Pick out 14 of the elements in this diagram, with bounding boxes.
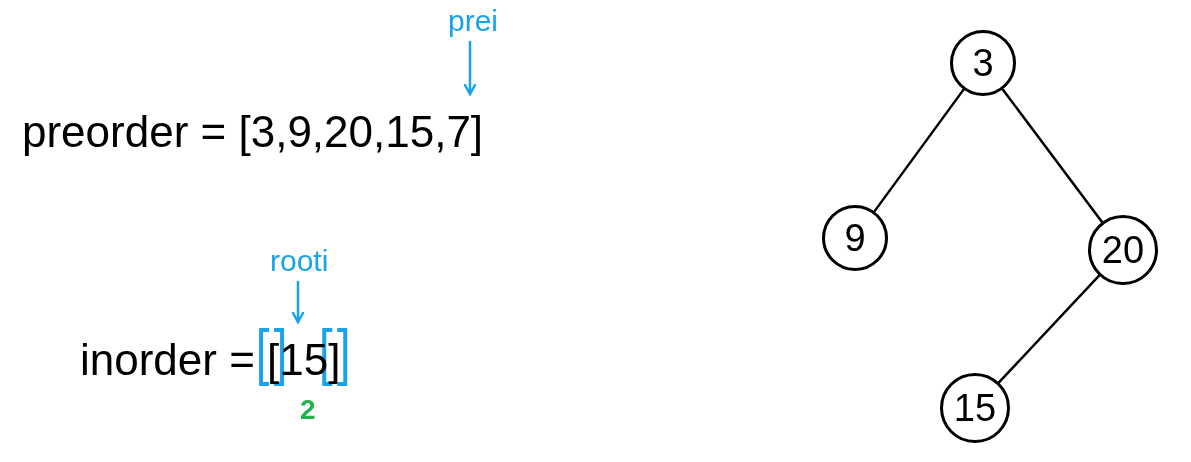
tree-edge [291,280,305,324]
pointer-label: rooti [270,246,329,276]
tree-edge [463,40,477,96]
tree-edge [1001,88,1104,224]
node-value: 9 [844,216,866,260]
node-value: 3 [972,41,994,85]
tree-edge [997,274,1101,384]
tree-edge [873,88,965,213]
index-number: 2 [300,396,316,424]
node-value: 15 [953,386,997,430]
pointer-label: prei [448,6,499,36]
tree-node-circle [1088,215,1158,285]
array-expression: preorder = [3,9,20,15,7] [22,110,484,154]
node-value: 20 [1101,228,1145,272]
